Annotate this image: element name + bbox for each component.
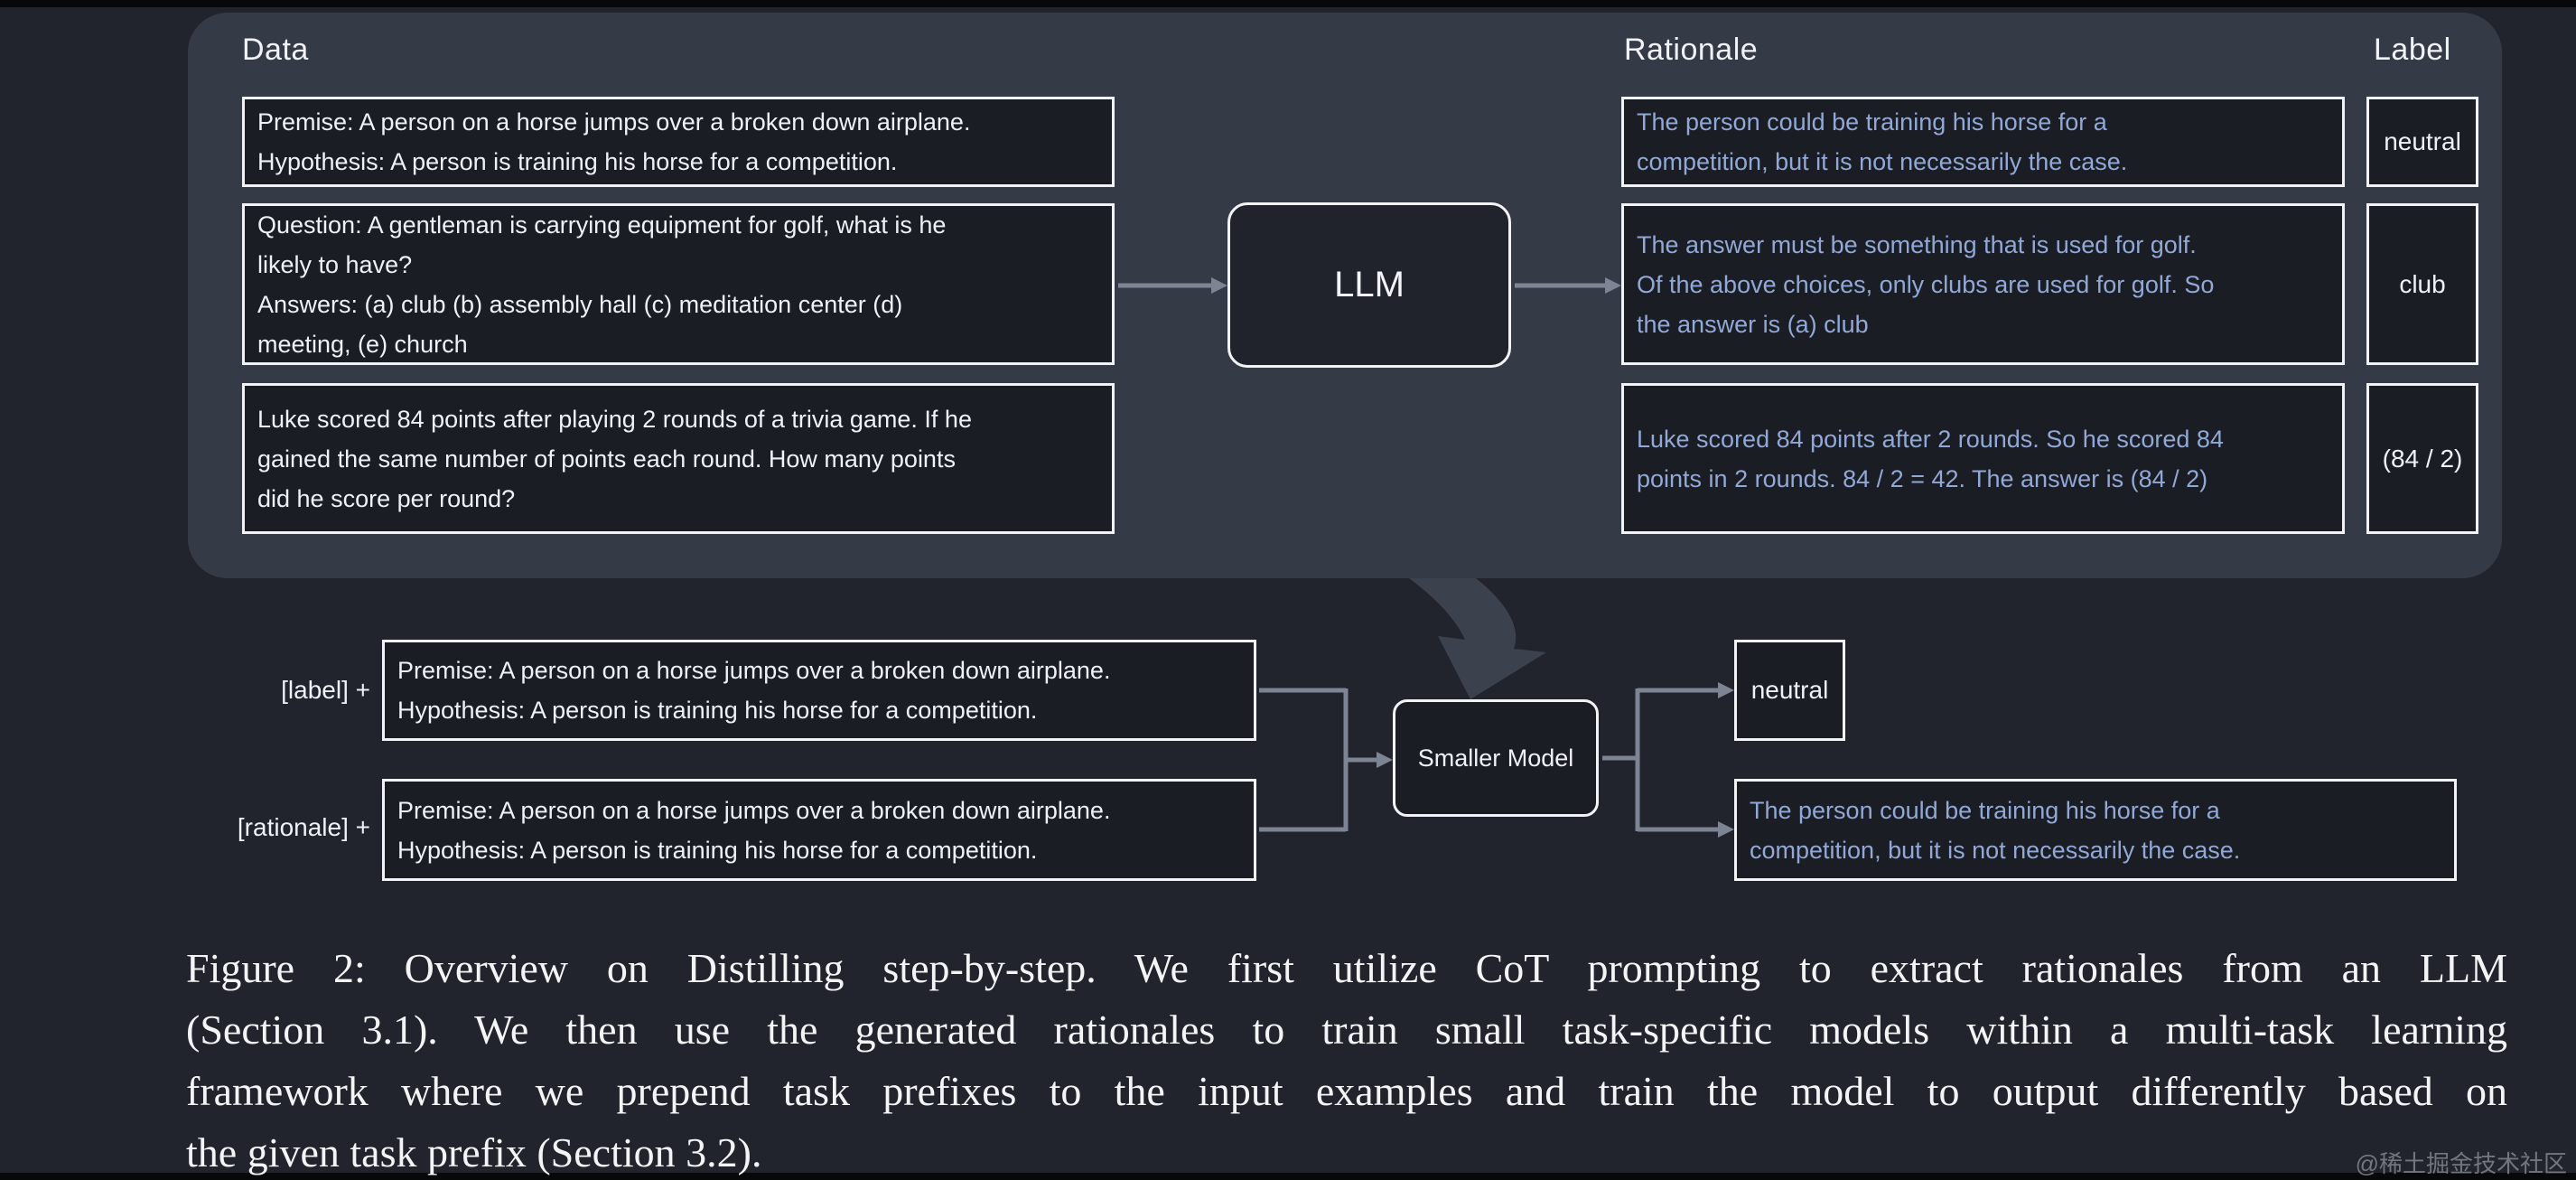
caption-line-3: framework where we prepend task prefixes… — [186, 1068, 2507, 1114]
bottom-edge-strip — [0, 1173, 2576, 1180]
caption-line-2: (Section 3.1). We then use the generated… — [186, 1007, 2507, 1053]
label-box-club: club — [2366, 203, 2478, 365]
data-box-math-text: Luke scored 84 points after playing 2 ro… — [257, 405, 972, 512]
output-rationale-text: The person could be training his horse f… — [1750, 796, 2241, 864]
watermark-text: @稀土掘金技术社区 — [2355, 1150, 2567, 1177]
rationale-box-nli-text: The person could be training his horse f… — [1637, 108, 2128, 175]
input-box-label-task: Premise: A person on a horse jumps over … — [382, 640, 1256, 741]
label-box-neutral-text: neutral — [2384, 127, 2461, 155]
label-prefix-text: [label] + — [281, 676, 370, 704]
output-rationale-box: The person could be training his horse f… — [1734, 779, 2457, 881]
rationale-box-math-text: Luke scored 84 points after 2 rounds. So… — [1637, 425, 2224, 492]
rationale-box-commonsense: The answer must be something that is use… — [1621, 203, 2345, 365]
rationale-box-math: Luke scored 84 points after 2 rounds. So… — [1621, 383, 2345, 534]
label-column-header: Label — [2374, 33, 2451, 67]
label-box-neutral: neutral — [2366, 97, 2478, 187]
data-box-commonsense-text: Question: A gentleman is carrying equipm… — [257, 211, 947, 358]
caption-line-1: Figure 2: Overview on Distilling step-by… — [186, 945, 2507, 991]
smaller-model-label: Smaller Model — [1417, 744, 1574, 772]
smaller-model-node: Smaller Model — [1393, 699, 1599, 817]
data-box-math: Luke scored 84 points after playing 2 ro… — [242, 383, 1115, 534]
data-box-commonsense: Question: A gentleman is carrying equipm… — [242, 203, 1115, 365]
data-box-nli-text: Premise: A person on a horse jumps over … — [257, 108, 971, 175]
output-label-box: neutral — [1734, 640, 1845, 741]
figure-caption: Figure 2: Overview on Distilling step-by… — [186, 938, 2507, 1180]
label-box-club-text: club — [2399, 269, 2446, 298]
rationale-prefix-text: [rationale] + — [237, 813, 370, 841]
label-box-84-2: (84 / 2) — [2366, 383, 2478, 534]
output-bracket — [1602, 688, 1718, 832]
data-column-header: Data — [242, 33, 309, 67]
llm-node-label: LLM — [1334, 265, 1405, 304]
caption-line-4: the given task prefix (Section 3.2). — [186, 1129, 762, 1175]
input-box-label-task-text: Premise: A person on a horse jumps over … — [397, 657, 1111, 724]
data-box-nli: Premise: A person on a horse jumps over … — [242, 97, 1115, 187]
arrowhead-into-output-label — [1718, 682, 1734, 698]
rationale-box-nli: The person could be training his horse f… — [1621, 97, 2345, 187]
label-box-84-2-text: (84 / 2) — [2382, 444, 2463, 473]
rationale-box-commonsense-text: The answer must be something that is use… — [1637, 230, 2215, 338]
arrowhead-into-output-rationale — [1718, 821, 1734, 838]
top-edge-strip — [0, 0, 2576, 7]
llm-node: LLM — [1227, 202, 1511, 368]
input-box-rationale-task: Premise: A person on a horse jumps over … — [382, 779, 1256, 881]
big-down-arrow — [1409, 578, 1546, 699]
input-bracket — [1259, 688, 1377, 832]
rationale-column-header: Rationale — [1624, 33, 1759, 67]
input-box-rationale-task-text: Premise: A person on a horse jumps over … — [397, 796, 1111, 864]
output-label-text: neutral — [1750, 676, 1829, 704]
arrowhead-into-smaller-model — [1377, 752, 1393, 768]
